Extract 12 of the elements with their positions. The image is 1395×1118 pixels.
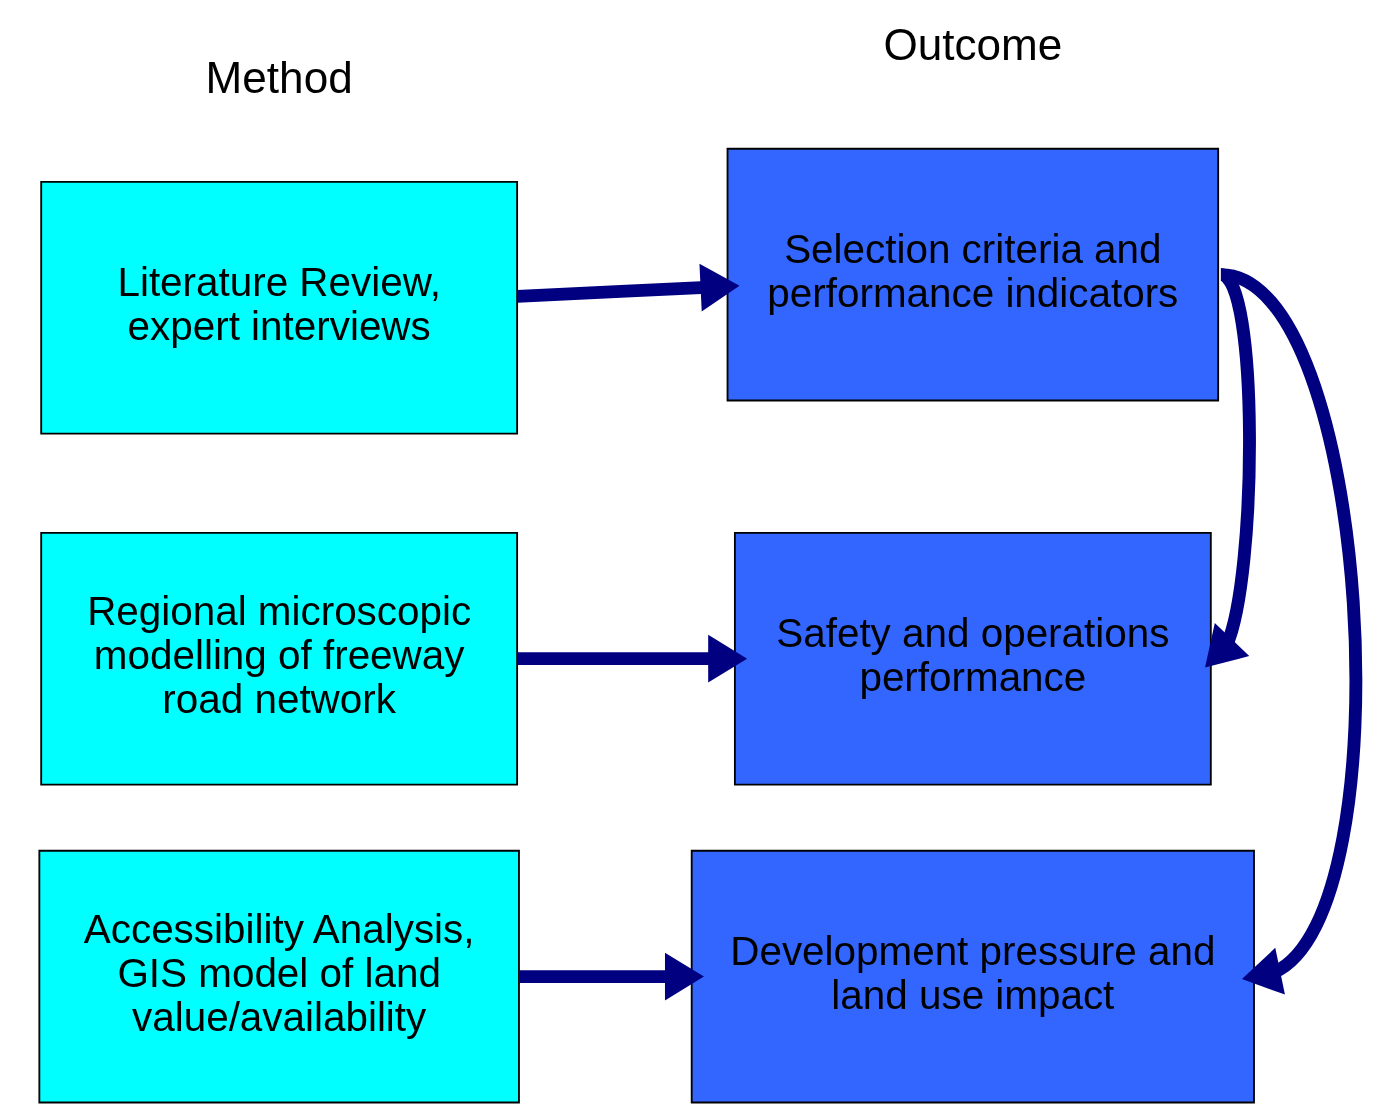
node-box: Safety and operations performance [733, 531, 1212, 786]
node-box: Regional microscopic modelling of freeway road network [39, 531, 518, 786]
label: Outcome [882, 20, 1062, 69]
node-box: Literature Review, expert interviews [39, 180, 518, 435]
arrow [518, 952, 704, 1001]
arrow [516, 263, 739, 312]
node-box: Development pressure and land use impact [690, 849, 1255, 1104]
node-box: Selection criteria and performance indicators [726, 147, 1219, 402]
node-box: Accessibility Analysis, GIS model of land value/availability [37, 849, 520, 1104]
arrow [1218, 268, 1362, 995]
arrow [517, 634, 747, 683]
label: Method [205, 53, 353, 103]
